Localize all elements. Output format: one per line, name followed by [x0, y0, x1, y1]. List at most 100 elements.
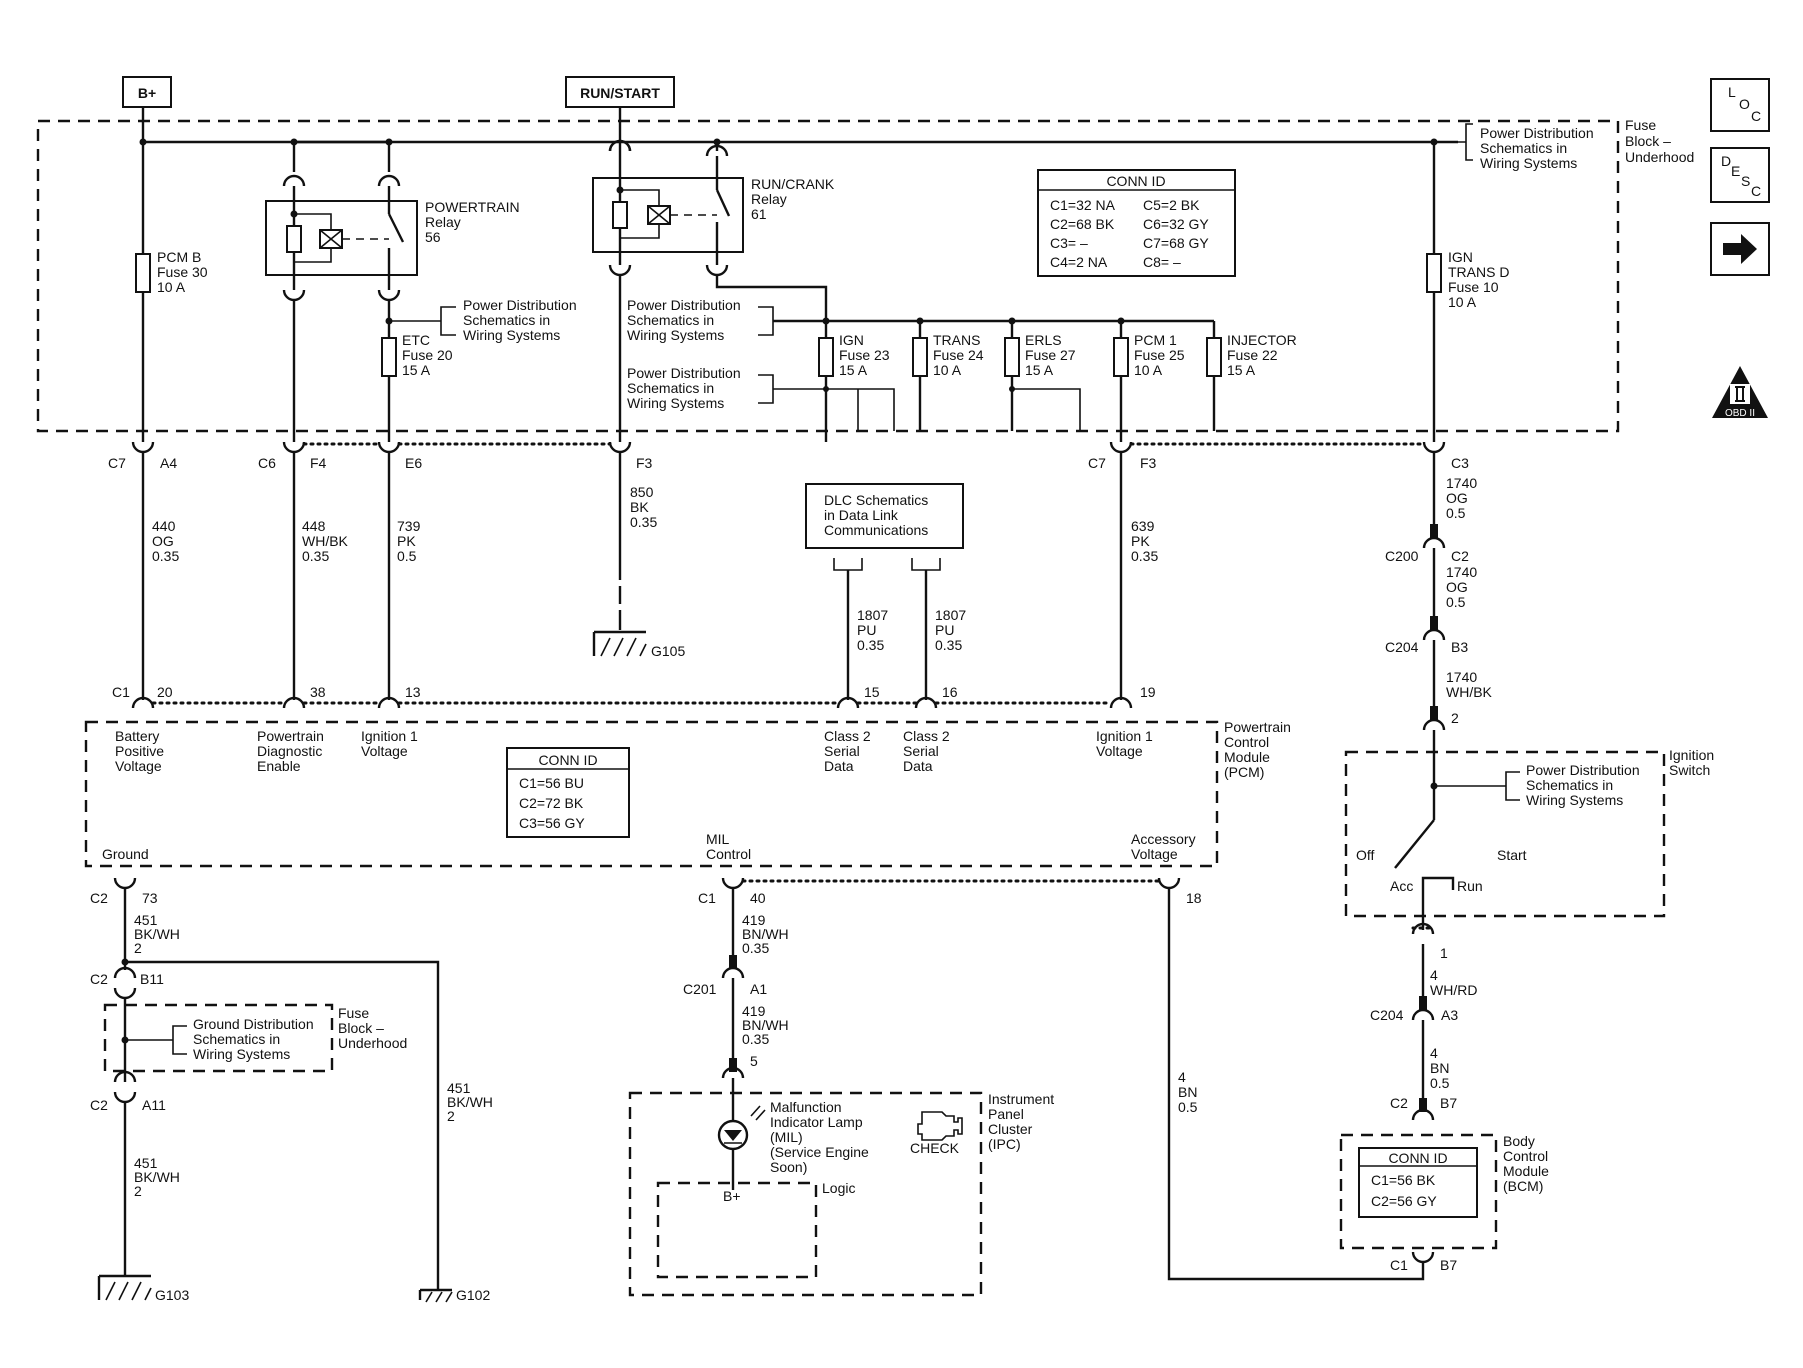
svg-text:G105: G105	[651, 643, 685, 659]
pds-bracket-mid-a: Power Distribution Schematics in Wiring …	[627, 297, 774, 343]
pcm-conn-id: CONN ID C1=56 BU C2=72 BK C3=56 GY	[506, 747, 630, 838]
pcm-pin-label: Ignition 1 Voltage	[1096, 728, 1157, 759]
gds-bracket: Ground Distribution Schematics in Wiring…	[172, 1016, 314, 1062]
bcm-conn-id: CONN ID C1=56 BK C2=56 GY	[1358, 1147, 1478, 1218]
loc-button[interactable]: L O C	[1710, 78, 1770, 132]
wire-1740-c: 1740 WH/BK	[1446, 669, 1493, 700]
wire-451-b: 451 BK/WH 2	[134, 1155, 184, 1199]
pcm-pin-label: Class 2 Serial Data	[903, 728, 954, 774]
wire-1807-b: 1807 PU 0.35	[935, 607, 970, 653]
next-arrow-icon	[1723, 234, 1757, 264]
svg-text:C1=56 BK: C1=56 BK	[1371, 1172, 1436, 1188]
next-arrow-button[interactable]	[1710, 222, 1770, 276]
svg-text:Wiring Systems: Wiring Systems	[463, 327, 560, 343]
svg-text:Wiring Systems: Wiring Systems	[1526, 792, 1623, 808]
ground-distribution-block	[103, 1003, 334, 1073]
fuse-etc	[381, 337, 397, 377]
wire-419-b: 419 BN/WH 0.35	[742, 1003, 793, 1047]
fuse-ign-23-label: IGN Fuse 23 15 A	[839, 332, 893, 378]
svg-text:C2=56 GY: C2=56 GY	[1371, 1193, 1437, 1209]
conn-pin-18: 18	[1186, 890, 1202, 906]
desc-letter: S	[1741, 173, 1750, 189]
svg-text:Schematics in: Schematics in	[627, 380, 714, 396]
pcm-pin: 19	[1140, 684, 1156, 700]
desc-letter: E	[1731, 163, 1740, 179]
conn-e6: E6	[405, 455, 422, 471]
loc-letter: C	[1751, 108, 1761, 124]
fuse-pcm1-25-label: PCM 1 Fuse 25 10 A	[1134, 332, 1188, 378]
wire-4-bn-b: 4 BN 0.5	[1430, 1045, 1453, 1091]
pcm-pin: 15	[864, 684, 880, 700]
logic-bplus: B+	[723, 1188, 741, 1204]
wire-451-c: 451 BK/WH 2	[447, 1080, 497, 1124]
mil-lamp-label: Malfunction Indicator Lamp (MIL) (Servic…	[770, 1099, 873, 1175]
svg-text:Wiring Systems: Wiring Systems	[193, 1046, 290, 1062]
pds-bracket-mid-b: Power Distribution Schematics in Wiring …	[627, 365, 774, 411]
conn-c2-b11: C2 B11	[90, 971, 164, 987]
pcm-pin: 13	[405, 684, 421, 700]
wire-451-a: 451 BK/WH 2	[134, 912, 184, 956]
svg-text:C7=68 GY: C7=68 GY	[1143, 235, 1209, 251]
pds-bracket-right: Power Distribution Schematics in Wiring …	[1434, 123, 1594, 171]
fuse-erls-27-label: ERLS Fuse 27 15 A	[1025, 332, 1079, 378]
conn-c1-b7: C1 B7	[1390, 1257, 1457, 1273]
pcm-mil-control-label: MIL Control	[706, 831, 751, 862]
wire-4-bn-a: 4 BN 0.5	[1178, 1069, 1201, 1115]
bplus-source: B+	[122, 76, 172, 108]
body-control-module	[1339, 1133, 1498, 1250]
check-engine-icon	[917, 1111, 963, 1141]
svg-text:Schematics in: Schematics in	[1526, 777, 1613, 793]
ignition-switch	[1344, 750, 1666, 918]
svg-text:G103: G103	[155, 1287, 189, 1303]
conn-c2-b7: C2 B7	[1390, 1095, 1457, 1111]
ground-g105: G105	[592, 630, 685, 659]
conn-pin-5: 5	[750, 1053, 758, 1069]
ipc-label: Instrument Panel Cluster (IPC)	[988, 1091, 1058, 1152]
fuse-block-label: Fuse Block – Underhood	[1625, 117, 1694, 165]
fuse-pcm-b	[135, 253, 151, 293]
wire-850: 850 BK 0.35	[630, 484, 657, 530]
fuse-trans-24-label: TRANS Fuse 24 10 A	[933, 332, 987, 378]
svg-text:C2=72 BK: C2=72 BK	[519, 795, 584, 811]
svg-text:CONN ID: CONN ID	[1106, 173, 1165, 189]
powertrain-relay-label: POWERTRAIN Relay 56	[425, 199, 524, 245]
svg-text:C3= –: C3= –	[1050, 235, 1088, 251]
conn-c200-c2: C200 C2	[1385, 548, 1469, 564]
conn-f3: F3	[636, 455, 653, 471]
run-start-label: RUN/START	[580, 85, 660, 101]
fuse-ign-23	[818, 337, 834, 377]
svg-text:Power Distribution: Power Distribution	[1526, 762, 1640, 778]
pcm-pin: 16	[942, 684, 958, 700]
svg-text:CONN ID: CONN ID	[538, 752, 597, 768]
logic-label: Logic	[822, 1180, 855, 1196]
obd-ii-icon: OBD II	[1712, 366, 1768, 419]
bplus-label: B+	[138, 85, 156, 101]
conn-pin-1: 1	[1440, 945, 1448, 961]
svg-text:G102: G102	[456, 1287, 490, 1303]
pds-bracket-ignition: Power Distribution Schematics in Wiring …	[1505, 762, 1640, 808]
conn-c201-a1: C201 A1	[683, 981, 767, 997]
pcm-pin-label: Class 2 Serial Data	[824, 728, 875, 774]
conn-c204-a3: C204 A3	[1370, 1007, 1458, 1023]
svg-text:C2=68 BK: C2=68 BK	[1050, 216, 1115, 232]
dlc-reference: DLC Schematics in Data Link Communicatio…	[805, 483, 964, 571]
wire-419-a: 419 BN/WH 0.35	[742, 912, 793, 956]
fuse-injector-22	[1206, 337, 1222, 377]
fuse-ign-trans-d-label: IGN TRANS D Fuse 10 10 A	[1448, 249, 1513, 310]
svg-text:Schematics in: Schematics in	[193, 1031, 280, 1047]
desc-letter: D	[1721, 153, 1731, 169]
fuse-ign-trans-d	[1426, 253, 1442, 293]
svg-text:C6=32 GY: C6=32 GY	[1143, 216, 1209, 232]
fuse-block-underhood	[36, 119, 1620, 433]
fuse-block-conn-id: CONN ID C1=32 NA C5=2 BK C2=68 BK C6=32 …	[1037, 169, 1236, 277]
conn-c2-73: C2 73	[90, 890, 158, 906]
fuse-etc-label: ETC Fuse 20 15 A	[402, 332, 456, 378]
powertrain-relay: POWERTRAIN Relay 56	[265, 138, 524, 302]
run-crank-relay: RUN/CRANK Relay 61	[592, 108, 835, 277]
gds-fuse-block-label: Fuse Block – Underhood	[338, 1005, 407, 1051]
desc-button[interactable]: D E S C	[1710, 147, 1770, 203]
svg-text:C5=2 BK: C5=2 BK	[1143, 197, 1200, 213]
conn-c7-f3: C7 F3	[1088, 455, 1157, 471]
conn-c7-a4: C7 A4	[108, 455, 177, 471]
